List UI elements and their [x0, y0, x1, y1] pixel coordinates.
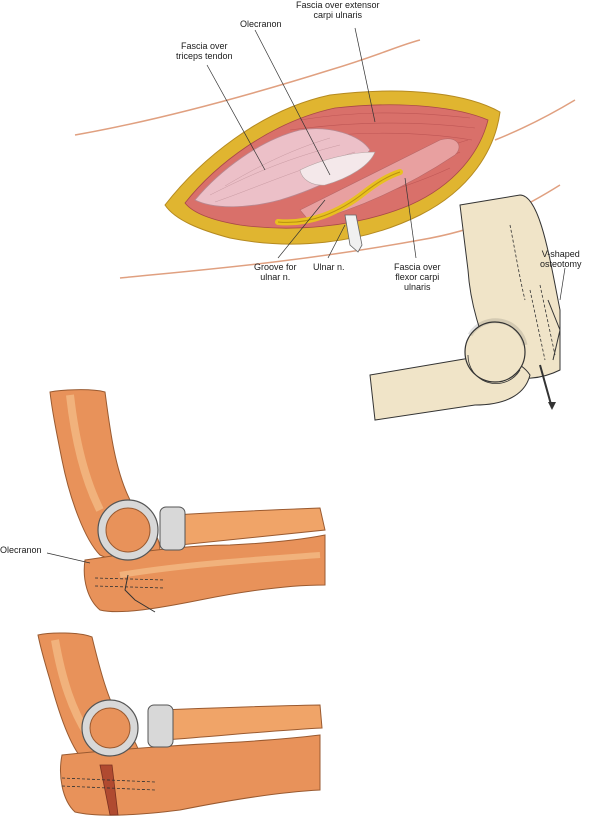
label-olecranon-incision: Olecranon	[240, 19, 282, 29]
label-fascia-fcu: Fascia over flexor carpi ulnaris	[394, 262, 441, 292]
label-groove-ulnar: Groove for ulnar n.	[254, 262, 297, 282]
incision-panel	[74, 27, 576, 279]
elbow-top-panel	[46, 389, 326, 613]
label-ulnar-nerve: Ulnar n.	[313, 262, 345, 272]
elbow-bottom-panel	[37, 632, 323, 816]
osteotomy-sketch-panel	[369, 194, 566, 421]
label-v-shaped-osteotomy: V-shaped osteotomy	[540, 249, 582, 269]
label-fascia-ecu: Fascia over extensor carpi ulnaris	[296, 0, 380, 20]
label-olecranon-elbow: Olecranon	[0, 545, 42, 555]
label-fascia-triceps: Fascia over triceps tendon	[176, 41, 233, 61]
triceps-fascia	[194, 128, 371, 208]
olecranon-fascia	[299, 151, 376, 186]
